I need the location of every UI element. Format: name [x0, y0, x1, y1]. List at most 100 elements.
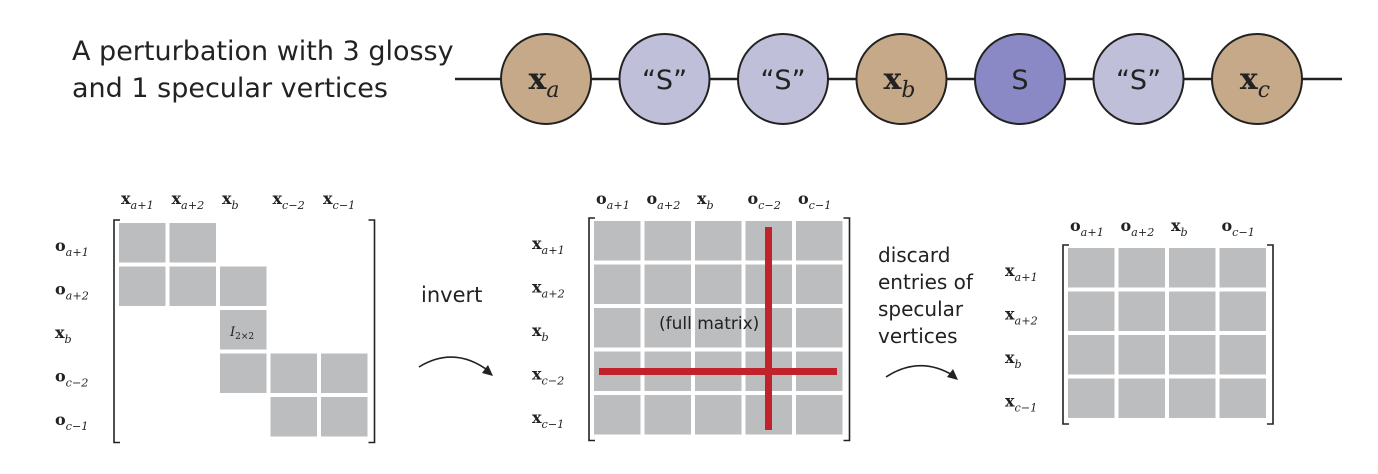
- vertex-node-glossy: [500, 33, 592, 125]
- identity-block-label: I2×2: [229, 325, 254, 342]
- column-label: xb: [222, 189, 239, 212]
- label-base: x: [532, 408, 542, 427]
- vertex-label: “S”: [1116, 65, 1161, 96]
- label-subscript: a+2: [66, 289, 89, 302]
- matrix-cell: [1169, 248, 1216, 288]
- column-label: xc−2: [273, 189, 305, 212]
- matrix-cell: [1118, 248, 1165, 288]
- label-subscript: a+1: [1081, 226, 1104, 239]
- label-base: o: [748, 189, 759, 208]
- caption-line-2: and 1 specular vertices: [72, 73, 388, 104]
- curved-arrow-line: [885, 365, 955, 378]
- matrix-cell: [796, 221, 843, 261]
- vertex-label: xa: [528, 62, 559, 103]
- label-base: o: [596, 189, 607, 208]
- matrix-cell: [1219, 378, 1266, 418]
- label-base: o: [1121, 216, 1132, 235]
- column-label: oa+2: [1121, 216, 1155, 239]
- vertex-label: xc: [1240, 62, 1270, 103]
- label-subscript: c−1: [66, 420, 89, 433]
- label-base: o: [55, 366, 66, 385]
- matrix-cell: [695, 221, 742, 261]
- column-label: xb: [697, 189, 714, 212]
- matrix-cell: [321, 397, 368, 437]
- matrix-cell: [1169, 291, 1216, 331]
- label-subscript: c−2: [542, 374, 565, 387]
- curved-arrow-line: [418, 356, 491, 373]
- label-base: x: [1005, 261, 1015, 280]
- column-label: oc−2: [748, 189, 781, 212]
- label-base: x: [532, 364, 542, 383]
- right-bracket: [843, 217, 851, 442]
- matrix-cell: [1068, 291, 1115, 331]
- matrix-cell: [1219, 335, 1266, 375]
- matrix-cell: [644, 221, 691, 261]
- specular-column-highlight: [765, 227, 772, 430]
- matrix-cell: [1118, 335, 1165, 375]
- right-bracket: [1267, 244, 1274, 425]
- matrix-cell: [594, 221, 641, 261]
- row-label: oa+2: [55, 279, 89, 302]
- matrix-cell: [644, 264, 691, 304]
- arrow-head-icon: [482, 365, 493, 376]
- matrix-cell: [644, 308, 691, 348]
- label-base: x: [323, 189, 333, 208]
- label-base: x: [884, 62, 903, 97]
- full-matrix-label: (full matrix): [659, 314, 759, 334]
- row-label: xc−2: [532, 364, 564, 387]
- matrix-cell: [644, 395, 691, 435]
- label-subscript: a+2: [657, 199, 680, 212]
- matrix-cell: [1169, 335, 1216, 375]
- column-label: xa+1: [121, 189, 154, 212]
- matrix-cell: [695, 264, 742, 304]
- row-label: oc−1: [55, 410, 88, 433]
- label-subscript: c−1: [542, 418, 565, 431]
- discard-label-4: vertices: [878, 324, 957, 348]
- matrix-cell: [1068, 335, 1115, 375]
- matrix-cell: [695, 308, 742, 348]
- label-base: x: [1005, 348, 1015, 367]
- label-subscript: c: [1258, 78, 1270, 103]
- label-base: o: [798, 189, 809, 208]
- row-label: xc−1: [1005, 391, 1037, 414]
- label-base: x: [1005, 391, 1015, 410]
- row-label: xb: [55, 323, 72, 346]
- row-label: xa+1: [1005, 261, 1038, 284]
- label-subscript: c−1: [1232, 226, 1255, 239]
- label-base: o: [1222, 216, 1233, 235]
- matrix-cell: [119, 223, 166, 263]
- arrow-head-icon: [947, 369, 958, 380]
- matrix-cell: [321, 353, 368, 393]
- label-subscript: a+1: [131, 199, 154, 212]
- matrix-cell: [1219, 291, 1266, 331]
- column-label: oa+2: [647, 189, 681, 212]
- matrix-cell: [220, 310, 267, 350]
- discard-label-1: discard: [878, 243, 951, 267]
- label-subscript: c−1: [333, 199, 356, 212]
- invert-arrow: invert: [418, 283, 493, 376]
- matrix-cell: [1219, 248, 1266, 288]
- row-label: xa+2: [1005, 304, 1038, 327]
- column-label: oc−1: [1222, 216, 1255, 239]
- matrix-cell: [695, 395, 742, 435]
- matrix-cell: [220, 266, 267, 306]
- label-subscript: a+2: [181, 199, 204, 212]
- column-label: oc−1: [798, 189, 831, 212]
- row-label: xa+1: [532, 234, 565, 257]
- label-subscript: a+2: [1131, 226, 1154, 239]
- label-base: o: [55, 279, 66, 298]
- matrix-cell: [119, 266, 166, 306]
- label-base: x: [121, 189, 131, 208]
- matrix-cell: [594, 395, 641, 435]
- vertex-label: “S”: [760, 65, 805, 96]
- label-subscript: a+1: [1015, 271, 1038, 284]
- label-base: x: [55, 323, 65, 342]
- vertex-label: xb: [884, 62, 916, 103]
- label-subscript: b: [901, 78, 915, 103]
- left-bracket: [1062, 244, 1069, 425]
- matrix-cell: [220, 353, 267, 393]
- label-subscript: a+1: [607, 199, 630, 212]
- label-base: o: [55, 410, 66, 429]
